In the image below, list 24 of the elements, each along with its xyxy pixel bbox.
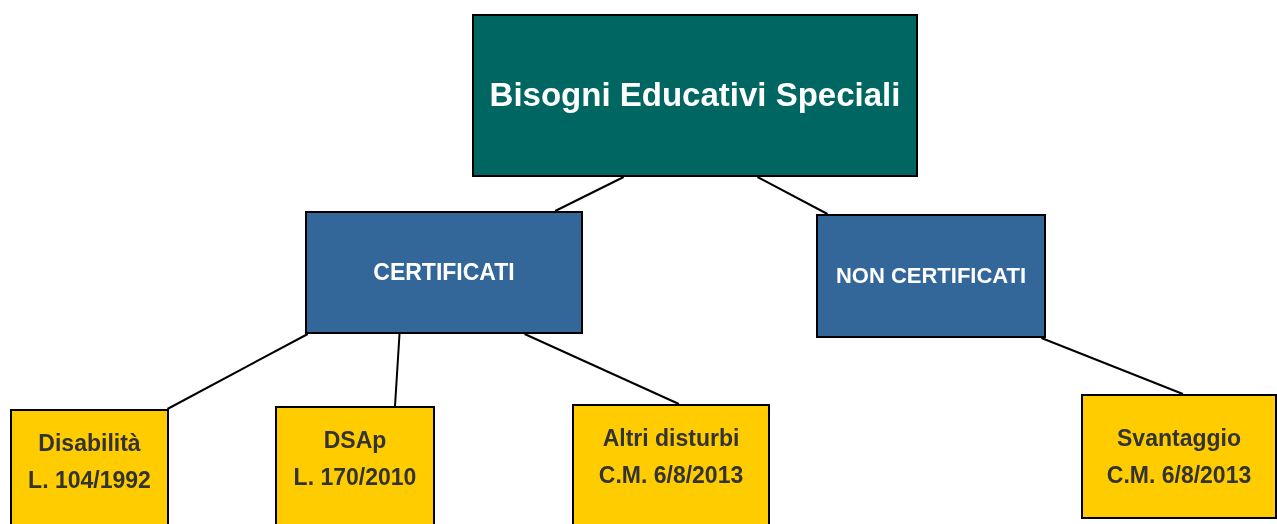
category-box bbox=[305, 211, 583, 334]
box-heading: Altri disturbi bbox=[602, 424, 740, 453]
box-subtext: L. 104/1992 bbox=[28, 465, 151, 495]
box-subtext: C.M. 6/8/2013 bbox=[1106, 460, 1252, 490]
connector-line bbox=[1040, 337, 1184, 395]
leaf-box bbox=[275, 406, 435, 524]
box-subtext: C.M. 6/8/2013 bbox=[598, 460, 744, 490]
connector-line bbox=[166, 333, 309, 410]
box-heading: Bisogni Educativi Speciali bbox=[489, 75, 901, 116]
box-heading: CERTIFICATI bbox=[373, 258, 515, 288]
box-heading: Svantaggio bbox=[1117, 423, 1241, 453]
connector-line bbox=[756, 176, 829, 215]
box-heading: Disabilità bbox=[38, 429, 141, 458]
root-box bbox=[472, 14, 918, 177]
box-heading: DSAp bbox=[323, 426, 387, 455]
connector-line bbox=[394, 333, 401, 407]
connector-line bbox=[523, 333, 680, 405]
leaf-box bbox=[572, 404, 770, 524]
leaf-box bbox=[10, 409, 169, 524]
connector-line bbox=[554, 176, 625, 212]
box-subtext: L. 170/2010 bbox=[293, 462, 417, 492]
box-heading: NON CERTIFICATI bbox=[835, 262, 1027, 291]
leaf-box bbox=[1081, 394, 1277, 519]
category-box bbox=[816, 214, 1046, 338]
